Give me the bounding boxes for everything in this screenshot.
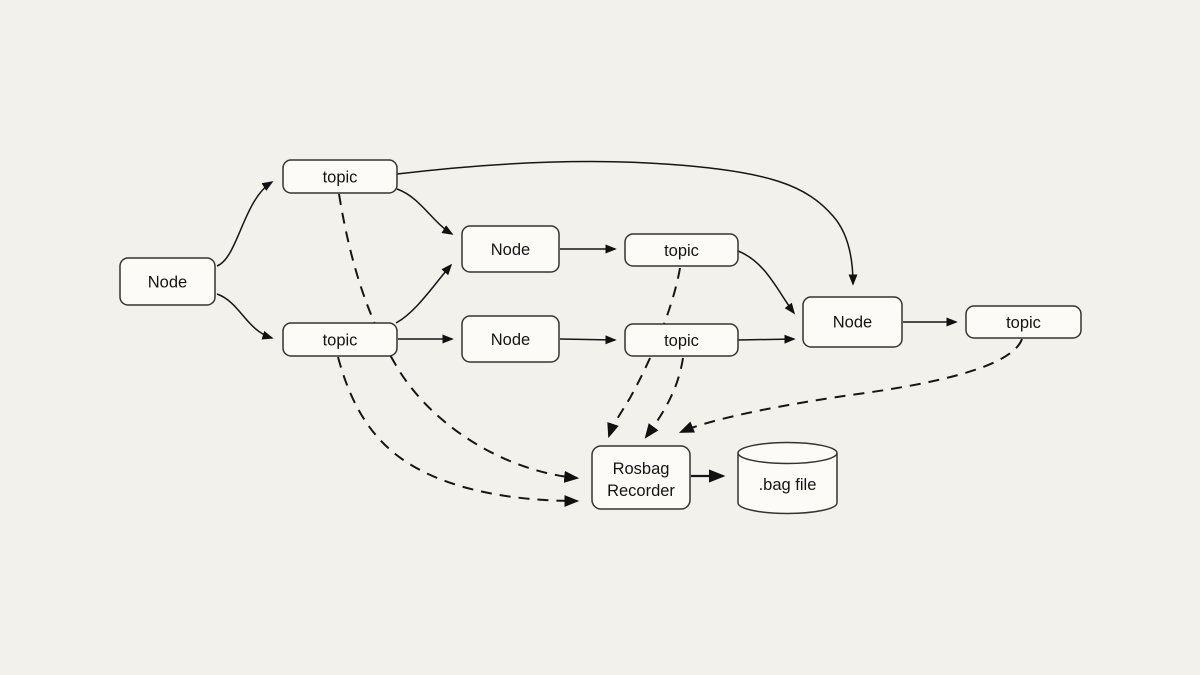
topic-box-right: topic	[965, 305, 1082, 339]
edge-topicmidbottom-to-rosbag-dashed	[644, 357, 684, 439]
cylinder-top	[737, 441, 838, 465]
node-box-right: Node	[802, 296, 903, 348]
edge-nodeleft-to-topictop	[216, 181, 274, 267]
topic-mid-left-label: topic	[323, 332, 358, 350]
edge-topictop-to-nodemidtop	[396, 188, 454, 235]
rosbag-recorder-label-line2: Recorder	[607, 482, 675, 500]
topic-right-label: topic	[1006, 314, 1041, 332]
edge-nodeleft-to-topicmidleft	[216, 293, 274, 340]
topic-box-top: topic	[282, 159, 398, 194]
edge-topicmidbottom-to-noderight	[737, 334, 796, 344]
topic-box-mid-top: topic	[624, 233, 739, 267]
edge-topictop-to-noderight-long	[396, 160, 858, 286]
node-box-left: Node	[119, 257, 216, 306]
edges-solid	[216, 160, 958, 483]
topic-box-mid-bottom: topic	[624, 323, 739, 357]
edge-nodemidbottom-to-topicmidbottom	[559, 335, 617, 345]
topic-top-label: topic	[323, 169, 358, 187]
bag-file-label: .bag file	[759, 476, 817, 494]
rosbag-recorder-label-line1: Rosbag	[613, 460, 670, 478]
edge-topicmidtop-to-noderight	[737, 250, 796, 315]
edge-topictop-to-rosbag-dashed	[338, 193, 580, 483]
rosbag-recorder-box: Rosbag Recorder	[591, 445, 691, 510]
cylinder-body	[737, 453, 838, 515]
edges-dashed	[337, 193, 1023, 507]
node-right-label: Node	[833, 314, 872, 332]
node-mid-bottom-label: Node	[491, 331, 530, 349]
node-box-mid-bottom: Node	[461, 315, 560, 363]
topic-mid-top-label: topic	[664, 242, 699, 260]
node-mid-top-label: Node	[491, 241, 530, 259]
topic-mid-bottom-label: topic	[664, 332, 699, 350]
node-left-label: Node	[148, 274, 187, 292]
edge-topicmidleft-to-nodemidtop	[395, 263, 453, 324]
node-box-mid-top: Node	[461, 225, 560, 273]
edge-topicmidleft-to-rosbag-dashed	[337, 356, 580, 507]
bag-file-cylinder: .bag file	[737, 441, 838, 515]
topic-box-mid-left: topic	[282, 322, 398, 357]
